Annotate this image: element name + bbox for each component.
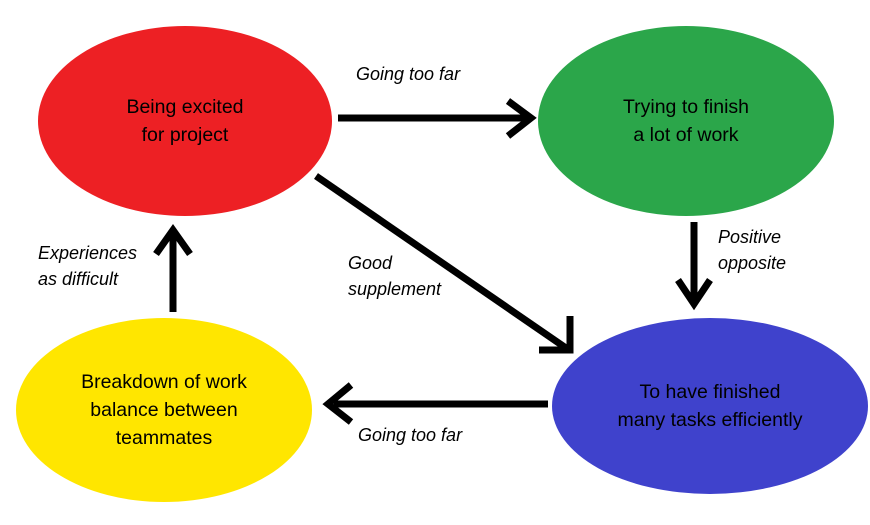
node-breakdown-of-work-balance[interactable]: Breakdown of work balance between teamma…: [16, 318, 312, 502]
edge-label-red-to-blue: Good supplement: [348, 253, 442, 299]
arrow-green-to-blue: [675, 222, 713, 311]
edge-label-blue-to-yellow: Going too far: [358, 425, 463, 445]
node-label: Being excited for project: [126, 96, 244, 146]
node-to-have-finished-many-tasks[interactable]: To have finished many tasks efficiently: [552, 318, 868, 494]
edge-label-red-to-green: Going too far: [356, 64, 461, 84]
node-label: Trying to finish a lot of work: [622, 96, 750, 146]
node-label: To have finished many tasks efficiently: [617, 381, 803, 431]
node-trying-to-finish-a-lot-of-work[interactable]: Trying to finish a lot of work: [538, 26, 834, 216]
arrow-blue-to-yellow: [322, 382, 548, 425]
edge-label-green-to-blue: Positive opposite: [718, 227, 787, 273]
arrow-red-to-green: [338, 98, 537, 139]
node-label: Breakdown of work balance between teamma…: [81, 371, 247, 449]
arrow-yellow-to-red: [153, 223, 193, 312]
edge-label-yellow-to-red: Experiences as difficult: [38, 243, 138, 289]
node-being-excited-for-project[interactable]: Being excited for project: [38, 26, 332, 216]
